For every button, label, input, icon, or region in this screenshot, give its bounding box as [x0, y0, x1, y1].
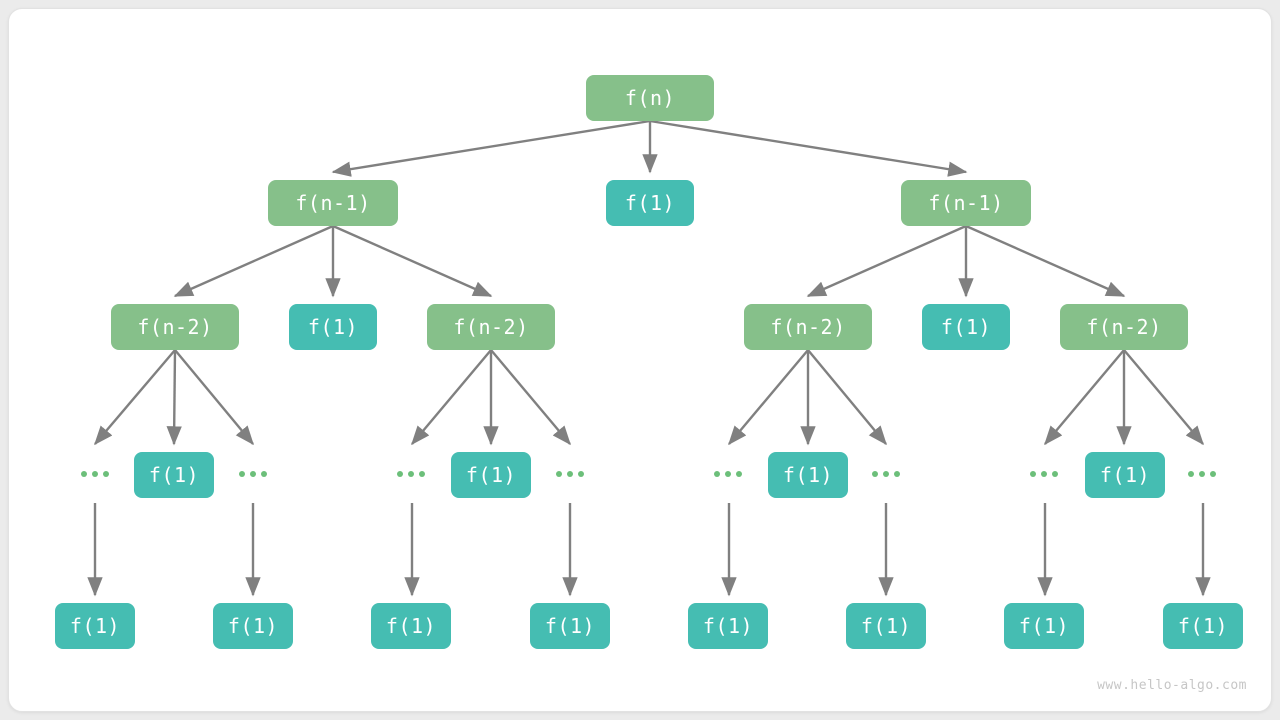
watermark: www.hello-algo.com: [1097, 678, 1247, 693]
recursion-tree-canvas: f(n) f(n-1) f(1) f(n-1) f(n-2) f(1) f(n-2) f(n-…: [9, 9, 1271, 711]
tree-edge: [728, 349, 809, 446]
tree-node-n4B[interactable]: f(1): [213, 603, 293, 649]
tree-node-n3D[interactable]: f(1): [1085, 452, 1165, 498]
ellipsis-dot: [736, 471, 742, 477]
ellipsis-dot: [408, 471, 414, 477]
tree-node-n4G[interactable]: f(1): [1004, 603, 1084, 649]
ellipsis-dot: [1210, 471, 1216, 477]
tree-edge: [331, 119, 651, 177]
tree-edge: [490, 349, 571, 446]
ellipsis-dot: [1030, 471, 1036, 477]
tree-edge: [94, 349, 176, 446]
ellipsis-e8: [1178, 459, 1226, 489]
ellipsis-dot: [419, 471, 425, 477]
tree-node-n0[interactable]: f(n): [586, 75, 714, 121]
tree-node-n2RL[interactable]: f(n-2): [744, 304, 872, 350]
ellipsis-e7: [1020, 459, 1068, 489]
tree-node-n1L[interactable]: f(n-1): [268, 180, 398, 226]
ellipsis-dot: [894, 471, 900, 477]
tree-edge: [173, 224, 334, 298]
tree-edge: [332, 224, 493, 298]
tree-edge: [411, 349, 492, 446]
ellipsis-dot: [92, 471, 98, 477]
tree-node-n1R[interactable]: f(n-1): [901, 180, 1031, 226]
ellipsis-e6: [862, 459, 910, 489]
ellipsis-dot: [239, 471, 245, 477]
tree-edge: [166, 349, 182, 446]
tree-node-n2RC[interactable]: f(1): [922, 304, 1010, 350]
tree-node-n4F[interactable]: f(1): [846, 603, 926, 649]
tree-node-n3A[interactable]: f(1): [134, 452, 214, 498]
diagram-card: f(n) f(n-1) f(1) f(n-1) f(n-2) f(1) f(n-2) f(n-…: [8, 8, 1272, 712]
tree-edge: [965, 224, 1126, 298]
ellipsis-dot: [1188, 471, 1194, 477]
tree-node-n2LR[interactable]: f(n-2): [427, 304, 555, 350]
tree-node-n2LL[interactable]: f(n-2): [111, 304, 239, 350]
ellipsis-e4: [546, 459, 594, 489]
ellipsis-dot: [1199, 471, 1205, 477]
ellipsis-dot: [1041, 471, 1047, 477]
tree-node-n4D[interactable]: f(1): [530, 603, 610, 649]
ellipsis-dot: [397, 471, 403, 477]
ellipsis-dot: [872, 471, 878, 477]
tree-node-n3C[interactable]: f(1): [768, 452, 848, 498]
ellipsis-dot: [556, 471, 562, 477]
ellipsis-dot: [1052, 471, 1058, 477]
tree-node-n4H[interactable]: f(1): [1163, 603, 1243, 649]
tree-edge: [1044, 349, 1125, 446]
ellipsis-dot: [103, 471, 109, 477]
ellipsis-e3: [387, 459, 435, 489]
tree-node-n1C[interactable]: f(1): [606, 180, 694, 226]
ellipsis-dot: [714, 471, 720, 477]
tree-node-n2RR[interactable]: f(n-2): [1060, 304, 1188, 350]
tree-node-n4E[interactable]: f(1): [688, 603, 768, 649]
tree-node-n4C[interactable]: f(1): [371, 603, 451, 649]
ellipsis-dot: [725, 471, 731, 477]
tree-edge: [806, 224, 967, 298]
ellipsis-e1: [71, 459, 119, 489]
ellipsis-dot: [578, 471, 584, 477]
ellipsis-dot: [567, 471, 573, 477]
ellipsis-dot: [883, 471, 889, 477]
tree-edge: [807, 349, 887, 446]
tree-node-n3B[interactable]: f(1): [451, 452, 531, 498]
ellipsis-dot: [250, 471, 256, 477]
ellipsis-e5: [704, 459, 752, 489]
tree-node-n4A[interactable]: f(1): [55, 603, 135, 649]
tree-edge: [649, 119, 968, 177]
ellipsis-dot: [261, 471, 267, 477]
ellipsis-dot: [81, 471, 87, 477]
tree-edge: [1123, 349, 1204, 446]
ellipsis-e2: [229, 459, 277, 489]
tree-node-n2LC[interactable]: f(1): [289, 304, 377, 350]
tree-edge: [174, 349, 254, 446]
